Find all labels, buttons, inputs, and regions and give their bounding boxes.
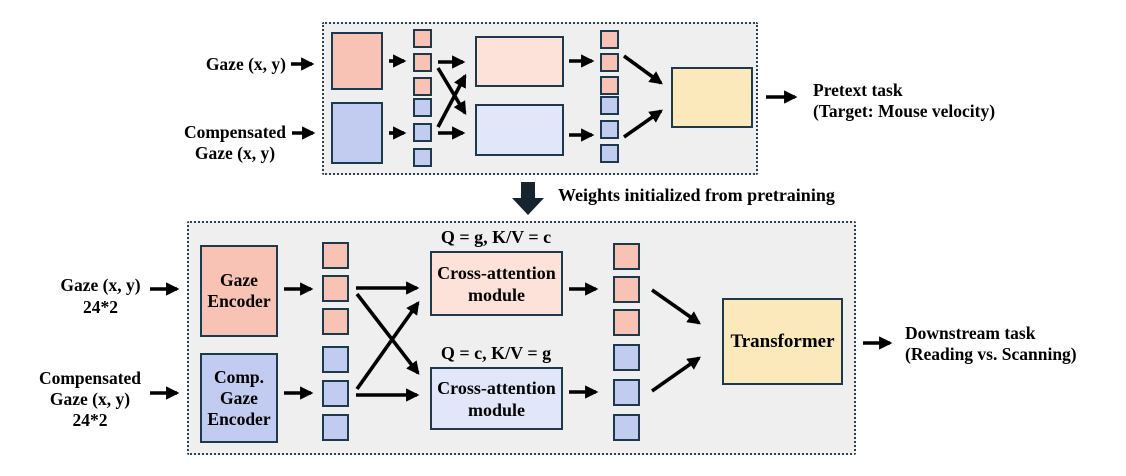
gaze-token bbox=[613, 243, 640, 270]
transformer-block: Transformer bbox=[722, 298, 843, 385]
ca-comp-annotation: Q = c, K/V = g bbox=[440, 343, 552, 363]
comp-token bbox=[613, 344, 640, 371]
gaze-token bbox=[413, 29, 432, 48]
pretrain-comp-embedding-block bbox=[331, 102, 383, 164]
comp-token bbox=[322, 346, 349, 373]
pretrain-comp-input-label: Compensated Gaze (x, y) bbox=[183, 122, 287, 163]
downstream-comp-input-label: Compensated Gaze (x, y) 24*2 bbox=[38, 368, 142, 430]
gaze-token bbox=[322, 308, 349, 335]
comp-token bbox=[600, 96, 619, 115]
gaze-encoder-block: Gaze Encoder bbox=[200, 245, 278, 337]
ca-gaze-annotation: Q = g, K/V = c bbox=[440, 227, 552, 247]
comp-token bbox=[600, 120, 619, 139]
pretrain-cross-attention-gaze-block bbox=[475, 36, 564, 87]
comp-gaze-encoder-block: Comp. Gaze Encoder bbox=[200, 353, 278, 443]
downstream-task-label: Downstream task (Reading vs. Scanning) bbox=[905, 323, 1077, 364]
comp-token bbox=[322, 380, 349, 407]
pretext-task-label: Pretext task (Target: Mouse velocity) bbox=[813, 80, 996, 121]
gaze-token bbox=[600, 30, 619, 49]
pretrain-cross-attention-comp-block bbox=[475, 104, 564, 156]
comp-token bbox=[413, 148, 432, 167]
gaze-token bbox=[413, 53, 432, 72]
downstream-gaze-input-label: Gaze (x, y) 24*2 bbox=[60, 275, 141, 317]
pretrain-gaze-embedding-block bbox=[331, 32, 383, 90]
comp-token bbox=[600, 144, 619, 163]
weights-init-label: Weights initialized from pretraining bbox=[558, 185, 835, 205]
comp-token bbox=[322, 414, 349, 441]
comp-token bbox=[613, 379, 640, 406]
cross-attention-gaze-block: Cross-attention module bbox=[430, 251, 563, 316]
gaze-token bbox=[613, 309, 640, 336]
pretrain-gaze-input-label: Gaze (x, y) bbox=[205, 54, 286, 74]
gaze-token bbox=[322, 242, 349, 269]
gaze-token bbox=[600, 76, 619, 95]
comp-token bbox=[613, 414, 640, 441]
comp-token bbox=[413, 123, 432, 142]
gaze-token bbox=[413, 77, 432, 96]
comp-token bbox=[413, 98, 432, 117]
gaze-token bbox=[600, 53, 619, 72]
block-arrow-down bbox=[512, 182, 544, 215]
gaze-token bbox=[322, 275, 349, 302]
cross-attention-comp-block: Cross-attention module bbox=[430, 367, 563, 430]
gaze-token bbox=[613, 276, 640, 303]
pretrain-head-block bbox=[671, 67, 753, 128]
